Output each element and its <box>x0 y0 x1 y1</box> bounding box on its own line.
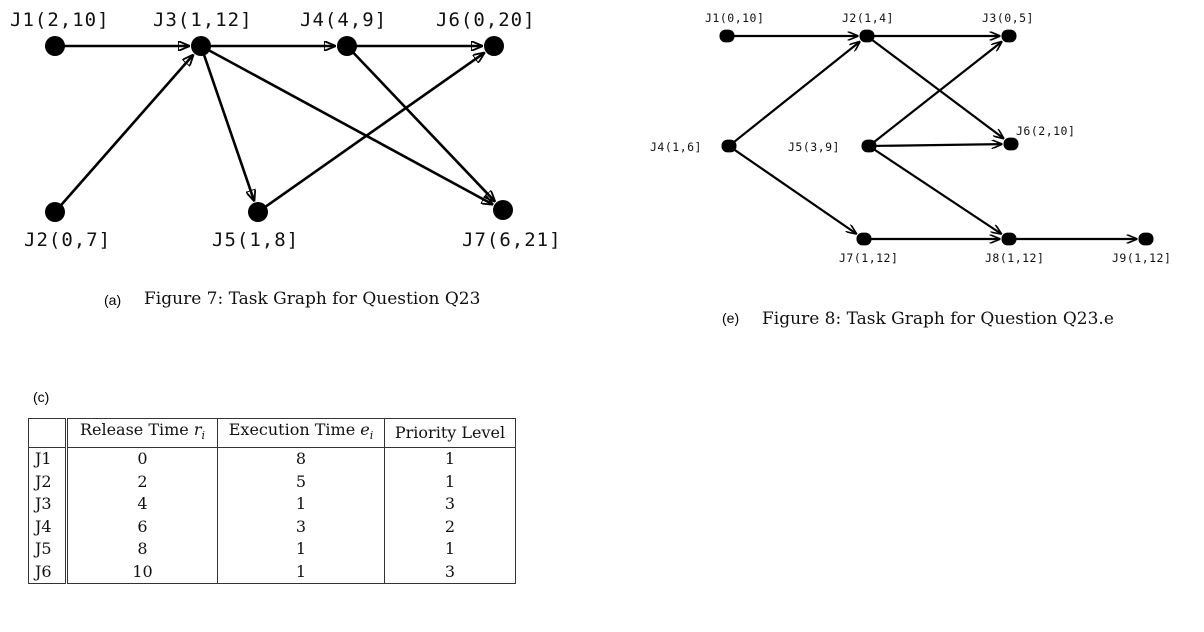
release-time-cell: 10 <box>66 560 218 585</box>
node-j5 <box>248 202 268 222</box>
node-j2 <box>859 29 875 43</box>
priority-level-cell: 2 <box>384 515 516 539</box>
release-time-cell: 0 <box>66 447 218 471</box>
edge-j3-to-j7 <box>205 47 492 204</box>
node-label-j7: J7(1,12] <box>839 251 898 265</box>
release-time-cell: 6 <box>66 515 218 539</box>
table-header-corner <box>28 417 68 449</box>
job-name: J3 <box>28 493 68 516</box>
panel-tag-a: (a) <box>104 292 122 308</box>
node-label-j9: J9(1,12] <box>1112 251 1171 265</box>
node-j6 <box>484 36 504 56</box>
execution-time-cell: 1 <box>217 493 385 516</box>
execution-time-cell: 1 <box>217 560 385 585</box>
release-time-cell: 2 <box>66 470 218 494</box>
node-label-j8: J8(1,12] <box>985 251 1044 265</box>
node-j9 <box>1138 232 1154 246</box>
node-label-j7: J7(6,21] <box>462 229 562 251</box>
node-j1 <box>45 36 65 56</box>
edge-j4-to-j7 <box>732 147 856 234</box>
job-name: J6 <box>28 560 68 585</box>
priority-level-cell: 1 <box>384 470 516 494</box>
priority-level-cell: 1 <box>384 447 516 471</box>
execution-time-cell: 8 <box>217 447 385 471</box>
edge-j5-to-j3 <box>871 42 1002 145</box>
figure-8-task-graph: J1(0,10] J2(1,4] J3(0,5] J4(1,6] J5(3,9] J6(2… <box>650 11 1171 265</box>
node-label-j3: J3(1,12] <box>153 9 253 31</box>
job-parameters-table: Release Time ri Execution Time ei Priori… <box>28 417 516 585</box>
node-j6 <box>1003 137 1019 151</box>
edge-j2-to-j6 <box>869 37 1004 139</box>
node-j7 <box>856 232 872 246</box>
header-priority-level: Priority Level <box>384 417 516 449</box>
job-table-wrapper: Release Time ri Execution Time ei Priori… <box>28 417 516 585</box>
release-time-cell: 8 <box>66 538 218 561</box>
node-j3 <box>191 36 211 56</box>
edge-j2-to-j3 <box>57 55 193 209</box>
execution-time-cell: 1 <box>217 538 385 561</box>
table-row: J1 0 8 1 <box>28 447 516 471</box>
node-j7 <box>493 200 513 220</box>
table-row: J6 10 1 3 <box>28 560 516 585</box>
panel-tag-e: (e) <box>722 310 740 326</box>
table-row: J3 4 1 3 <box>28 493 516 516</box>
node-label-j1: J1(0,10] <box>705 11 764 25</box>
panel-tag-c: (c) <box>33 389 50 405</box>
node-j2 <box>45 202 65 222</box>
node-j1 <box>719 29 735 43</box>
priority-level-cell: 1 <box>384 538 516 561</box>
figure-8-caption: Figure 8: Task Graph for Question Q23.e <box>762 309 1114 329</box>
edge-j3-to-j5 <box>201 51 254 201</box>
node-j3 <box>1001 29 1017 43</box>
edge-j4-to-j7 <box>350 49 495 201</box>
node-label-j6: J6(2,10] <box>1016 124 1075 138</box>
header-release-time: Release Time ri <box>66 417 218 449</box>
node-label-j5: J5(1,8] <box>212 229 299 251</box>
priority-level-cell: 3 <box>384 493 516 516</box>
node-label-j6: J6(0,20] <box>436 9 536 31</box>
figure-7-task-graph: J1(2,10] J3(1,12] J4(4,9] J6(0,20] J2(0,7] J5… <box>10 9 562 251</box>
node-label-j3: J3(0,5] <box>982 11 1034 25</box>
execution-time-cell: 3 <box>217 515 385 539</box>
priority-level-cell: 3 <box>384 560 516 585</box>
node-j4 <box>337 36 357 56</box>
job-name: J4 <box>28 515 68 539</box>
node-label-j1: J1(2,10] <box>10 9 110 31</box>
table-header-row: Release Time ri Execution Time ei Priori… <box>28 417 516 449</box>
table-row: J5 8 1 1 <box>28 538 516 561</box>
node-label-j2: J2(0,7] <box>24 229 111 251</box>
execution-time-cell: 5 <box>217 470 385 494</box>
node-label-j5: J5(3,9] <box>788 140 840 154</box>
release-time-cell: 4 <box>66 493 218 516</box>
header-execution-time: Execution Time ei <box>217 417 385 449</box>
job-name: J1 <box>28 447 68 471</box>
job-name: J5 <box>28 538 68 561</box>
edge-j5-to-j8 <box>872 147 1001 233</box>
table-row: J2 2 5 1 <box>28 470 516 494</box>
table-row: J4 6 3 2 <box>28 515 516 539</box>
node-label-j4: J4(1,6] <box>650 140 702 154</box>
edge-j5-to-j6 <box>262 53 484 210</box>
node-j8 <box>1001 232 1017 246</box>
figure-7-caption: Figure 7: Task Graph for Question Q23 <box>144 289 481 309</box>
node-j4 <box>721 139 737 153</box>
edge-j4-to-j2 <box>731 42 860 145</box>
node-label-j2: J2(1,4] <box>842 11 894 25</box>
node-j5 <box>861 139 877 153</box>
edge-j5-to-j6 <box>873 144 1001 146</box>
job-name: J2 <box>28 470 68 494</box>
node-label-j4: J4(4,9] <box>300 9 387 31</box>
